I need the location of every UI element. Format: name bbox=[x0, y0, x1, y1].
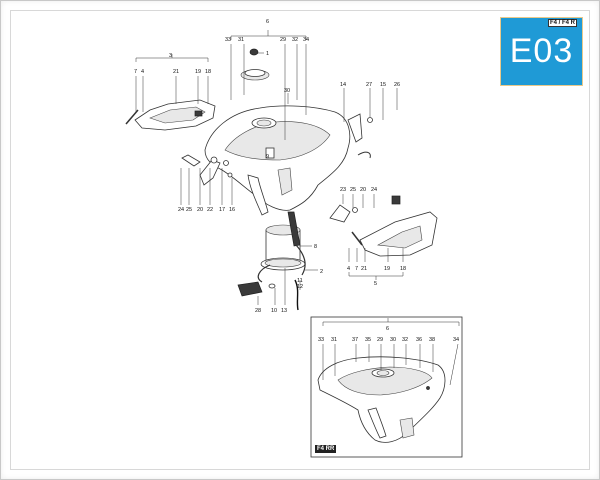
fuel-tank-main bbox=[204, 105, 351, 216]
callout-21: 21 bbox=[173, 69, 179, 75]
callout-7b: 7 bbox=[355, 266, 358, 272]
callout-25b: 25 bbox=[186, 207, 192, 213]
inset-callout-38: 38 bbox=[429, 337, 435, 343]
callout-1: 1 bbox=[266, 51, 269, 57]
callout-29: 29 bbox=[280, 37, 286, 43]
callout-19: 19 bbox=[195, 69, 201, 75]
inset-callout-31: 31 bbox=[331, 337, 337, 343]
callout-23: 23 bbox=[340, 187, 346, 193]
inset-leader-lines bbox=[322, 318, 460, 386]
callout-9: 9 bbox=[266, 154, 269, 160]
inset-callout-33: 33 bbox=[318, 337, 324, 343]
callout-31: 31 bbox=[238, 37, 244, 43]
callout-26: 26 bbox=[394, 82, 400, 88]
callout-8: 8 bbox=[314, 244, 317, 250]
callout-30: 30 bbox=[284, 88, 290, 94]
callout-20: 20 bbox=[360, 187, 366, 193]
callout-2: 2 bbox=[320, 269, 323, 275]
callout-25: 25 bbox=[350, 187, 356, 193]
callout-16: 16 bbox=[229, 207, 235, 213]
callout-19b: 19 bbox=[384, 266, 390, 272]
callout-6: 6 bbox=[266, 19, 269, 25]
callout-32: 32 bbox=[292, 37, 298, 43]
inset-callout-37: 37 bbox=[352, 337, 358, 343]
callout-13: 13 bbox=[281, 308, 287, 314]
callout-28: 28 bbox=[255, 308, 261, 314]
callout-3: 3 bbox=[169, 53, 172, 59]
callout-4: 4 bbox=[141, 69, 144, 75]
main-callout-labels: 6 33 31 29 32 34 1 30 3 7 4 21 19 18 14 … bbox=[134, 19, 406, 314]
inset-callout-36: 36 bbox=[416, 337, 422, 343]
left-side-cover bbox=[125, 99, 216, 131]
main-leader-lines bbox=[135, 30, 404, 305]
callout-27: 27 bbox=[366, 82, 372, 88]
inset-fuel-tank bbox=[317, 356, 446, 443]
callout-7: 7 bbox=[134, 69, 137, 75]
fuel-cap bbox=[240, 48, 270, 81]
connector-block bbox=[237, 281, 276, 297]
inset-callout-6: 6 bbox=[386, 326, 389, 332]
callout-15: 15 bbox=[380, 82, 386, 88]
section-code-badge: E03 bbox=[500, 17, 583, 86]
right-mount-bracket bbox=[347, 113, 373, 159]
fuel-pump bbox=[257, 211, 306, 311]
inset-callout-32: 32 bbox=[402, 337, 408, 343]
inset-callout-35: 35 bbox=[365, 337, 371, 343]
callout-14: 14 bbox=[340, 82, 346, 88]
callout-10: 10 bbox=[271, 308, 277, 314]
callout-20b: 20 bbox=[197, 207, 203, 213]
callout-21b: 21 bbox=[361, 266, 367, 272]
callout-33: 33 bbox=[225, 37, 231, 43]
callout-11: 11 bbox=[297, 278, 303, 284]
callout-12: 12 bbox=[297, 284, 303, 290]
inset-callout-30: 30 bbox=[390, 337, 396, 343]
callout-18b: 18 bbox=[400, 266, 406, 272]
model-tag-inset: F4 RR bbox=[315, 445, 337, 453]
callout-22: 22 bbox=[207, 207, 213, 213]
callout-4b: 4 bbox=[347, 266, 350, 272]
callout-18: 18 bbox=[205, 69, 211, 75]
inset-callout-34: 34 bbox=[453, 337, 459, 343]
inset-callout-29: 29 bbox=[377, 337, 383, 343]
right-lower-bracket bbox=[329, 195, 401, 223]
callout-24b: 24 bbox=[178, 207, 184, 213]
inset-callout-labels: 6 33 31 37 35 29 30 32 36 38 34 bbox=[318, 326, 459, 343]
callout-5: 5 bbox=[374, 281, 377, 287]
right-side-cover bbox=[351, 211, 438, 257]
callout-24: 24 bbox=[371, 187, 377, 193]
model-tag-main: F4 / F4 R bbox=[548, 19, 578, 27]
callout-34: 34 bbox=[303, 37, 309, 43]
callout-17: 17 bbox=[219, 207, 225, 213]
